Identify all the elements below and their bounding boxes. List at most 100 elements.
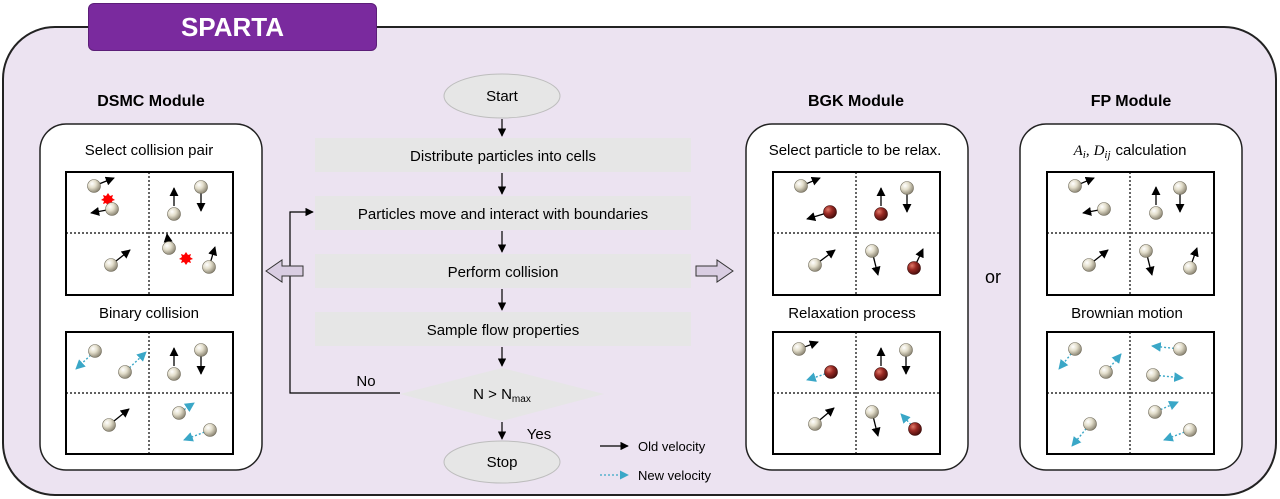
light-particle <box>105 202 119 216</box>
old-velocity-arrow <box>99 176 115 186</box>
light-particle <box>865 244 879 258</box>
light-particle <box>194 343 208 357</box>
fp-grid-bottom <box>1046 331 1215 455</box>
light-particle <box>1149 206 1163 220</box>
light-particle <box>102 418 116 432</box>
dsmc-module-title: DSMC Module <box>97 93 205 110</box>
step-label: Sample flow properties <box>427 322 580 339</box>
bgk-grid-top <box>772 171 941 296</box>
sparta-title: SPARTA <box>180 11 285 42</box>
old-velocity-arrow <box>163 233 173 243</box>
old-velocity-arrow <box>113 408 130 422</box>
dsmc-top-label: Select collision pair <box>85 142 213 159</box>
legend-old-velocity-label: Old velocity <box>638 439 706 454</box>
light-particle <box>167 367 181 381</box>
light-particle <box>1173 342 1187 356</box>
light-particle <box>88 344 102 358</box>
light-particle <box>202 260 216 274</box>
old-velocity-arrow <box>804 340 819 350</box>
new-velocity-arrow <box>1058 353 1072 370</box>
dsmc-bottom-label: Binary collision <box>99 305 199 322</box>
light-particle <box>118 365 132 379</box>
flow-step-move <box>315 196 691 230</box>
new-velocity-arrow <box>900 413 912 426</box>
light-particle <box>900 181 914 195</box>
left-block-arrow <box>265 259 304 283</box>
light-particle <box>1173 181 1187 195</box>
fp-symbol-a-sub: i <box>1083 149 1086 161</box>
old-velocity-arrow <box>806 212 825 221</box>
light-particle <box>104 258 118 272</box>
fp-symbol-comma: , <box>1086 143 1090 159</box>
light-particle <box>1139 244 1153 258</box>
dsmc-grid-bottom <box>65 331 234 455</box>
old-velocity-arrow <box>915 248 924 263</box>
dark-particle <box>823 205 837 219</box>
old-velocity-arrow <box>90 206 107 216</box>
no-label: No <box>356 373 375 390</box>
step-label: Particles move and interact with boundar… <box>358 206 648 223</box>
new-velocity-arrow <box>1109 353 1122 368</box>
light-particle <box>1083 417 1097 431</box>
decision-base: N > N <box>473 386 512 403</box>
decision-diamond <box>400 368 604 421</box>
bgk-module-box <box>745 123 969 471</box>
bgk-grid-bottom <box>772 331 941 455</box>
new-velocity-arrow <box>75 354 92 370</box>
light-particle <box>1068 342 1082 356</box>
start-label: Start <box>486 88 519 105</box>
stop-terminal <box>443 440 561 484</box>
stop-label: Stop <box>487 454 518 471</box>
legend-new-velocity-label: New velocity <box>638 468 711 483</box>
yes-label: Yes <box>527 426 551 443</box>
decision-subscript: max <box>512 394 531 405</box>
dark-particle <box>824 365 838 379</box>
light-particle <box>808 417 822 431</box>
light-particle <box>203 423 217 437</box>
old-velocity-arrow <box>819 407 835 421</box>
light-particle <box>1068 179 1082 193</box>
old-velocity-arrow <box>871 417 881 437</box>
light-particle <box>1148 405 1162 419</box>
light-particle <box>808 258 822 272</box>
fp-module-box <box>1019 123 1243 471</box>
old-velocity-arrow <box>871 256 881 276</box>
light-particle <box>1183 423 1197 437</box>
bgk-top-label: Select particle to be relax. <box>769 142 942 159</box>
fp-symbol-d-sub: ij <box>1104 149 1110 161</box>
old-velocity-arrow <box>208 246 218 262</box>
start-terminal <box>443 73 561 119</box>
fp-symbol-a: A <box>1073 143 1084 159</box>
dsmc-grid-top <box>65 171 234 296</box>
or-label: or <box>985 267 1001 287</box>
light-particle <box>794 179 808 193</box>
dark-particle <box>874 207 888 221</box>
light-particle <box>1146 368 1160 382</box>
new-velocity-arrow <box>1158 372 1184 382</box>
light-particle <box>865 405 879 419</box>
light-particle <box>1099 365 1113 379</box>
light-particle <box>899 343 913 357</box>
new-velocity-arrow <box>806 372 826 382</box>
flow-step-collision <box>315 254 691 288</box>
step-label: Perform collision <box>448 264 559 281</box>
old-velocity-arrow <box>806 176 821 186</box>
bgk-module-title: BGK Module <box>808 93 904 110</box>
light-particle <box>167 207 181 221</box>
light-particle <box>792 342 806 356</box>
old-velocity-arrow <box>819 249 836 262</box>
old-velocity-arrow <box>1189 247 1199 263</box>
no-loop-arrow <box>289 207 400 394</box>
fp-grid-top <box>1046 171 1215 296</box>
old-velocity-arrow <box>115 249 131 262</box>
dsmc-module-box <box>39 123 263 471</box>
fp-top-label-suffix: calculation <box>1116 142 1187 159</box>
old-velocity-arrow <box>1080 176 1095 186</box>
flow-step-sample <box>315 312 691 346</box>
decision-label: N > Nmax <box>473 386 531 405</box>
dark-particle <box>874 367 888 381</box>
light-particle <box>1097 202 1111 216</box>
dark-particle <box>908 422 922 436</box>
light-particle <box>87 179 101 193</box>
